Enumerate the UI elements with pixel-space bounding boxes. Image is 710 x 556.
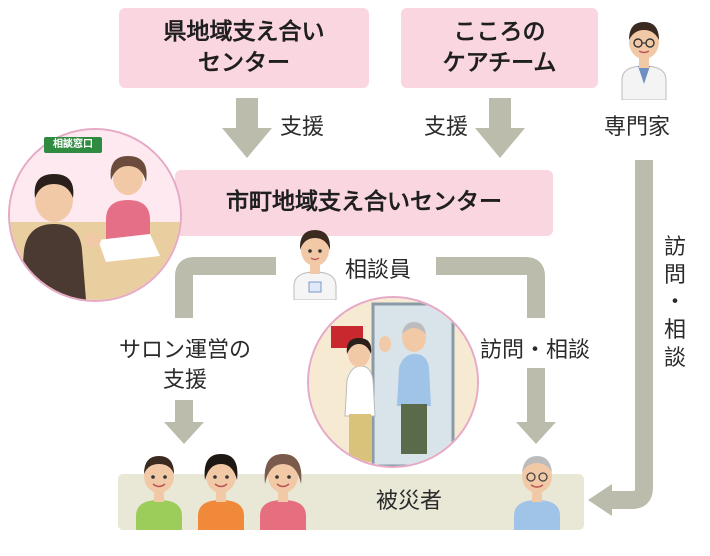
salon-support-label: サロン運営の 支援	[118, 338, 251, 393]
specialist-label: 専門家	[604, 115, 671, 140]
municipal-center-label: 市町地域支え合いセンター	[226, 189, 502, 216]
support-label-left: 支援	[280, 115, 325, 140]
prefecture-center-box: 県地域支え合い センター	[119, 8, 369, 88]
support-arrow-left	[222, 98, 272, 158]
visit-consult-vertical-label: 訪 問 ・ 相 談	[664, 235, 687, 371]
doctor-icon	[621, 22, 667, 100]
victim-man-icon	[136, 456, 182, 530]
counselor-label: 相談員	[345, 258, 412, 283]
visit-consult-label: 訪問・相談	[480, 338, 591, 363]
home-visit-illustration	[307, 296, 479, 468]
salon-support-arrowhead	[164, 400, 204, 444]
prefecture-center-label: 県地域支え合い センター	[163, 18, 325, 76]
consultation-scene-illustration	[8, 128, 182, 302]
victim-woman-icon	[260, 454, 306, 530]
consult-window-sign-text: 相談窓口	[53, 139, 93, 150]
support-label-right: 支援	[424, 115, 469, 140]
kokoro-care-team-label: こころの ケアチーム	[442, 18, 557, 76]
consult-window-sign: 相談窓口	[44, 137, 102, 153]
home-visit-drawing	[309, 298, 477, 466]
counselor-icon	[293, 230, 337, 300]
municipal-center-box: 市町地域支え合いセンター	[175, 170, 553, 236]
specialist-arrowhead	[588, 484, 612, 516]
salon-support-connector	[175, 257, 276, 318]
victims-label: 被災者	[376, 489, 443, 514]
victim-elder-icon	[514, 456, 560, 530]
kokoro-care-team-box: こころの ケアチーム	[401, 8, 598, 88]
consultation-scene-drawing	[10, 130, 180, 300]
victims-bar	[118, 474, 584, 530]
specialist-connector	[612, 160, 653, 509]
visit-consult-arrowhead	[516, 368, 556, 444]
victim-girl-icon	[198, 454, 244, 530]
support-arrow-right	[475, 98, 525, 158]
visit-consult-connector	[436, 257, 545, 318]
